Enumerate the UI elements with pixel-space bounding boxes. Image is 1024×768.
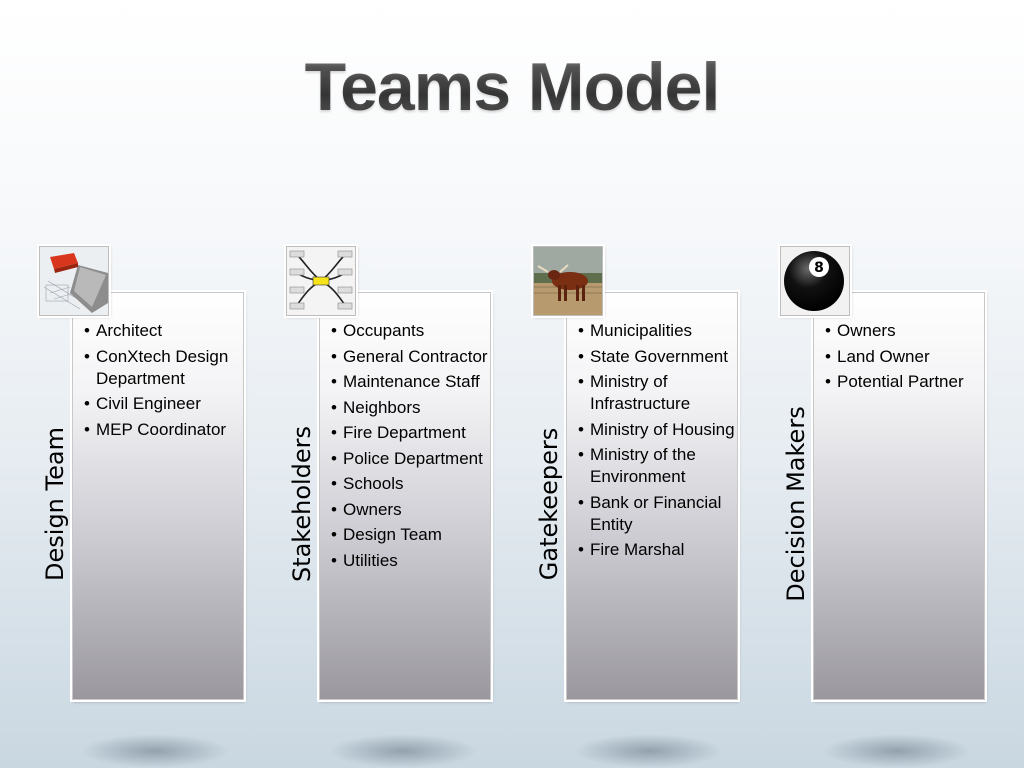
list-item: Ministry of the Environment (576, 444, 736, 488)
list-item: State Government (576, 346, 736, 368)
column-label: Decision Makers (782, 406, 810, 602)
list-item: Occupants (329, 320, 489, 342)
item-list: Occupants General Contractor Maintenance… (329, 320, 489, 575)
reflection-shadow (822, 734, 972, 768)
column-label: Stakeholders (288, 425, 316, 583)
list-item: Police Department (329, 448, 489, 470)
list-item: ConXtech Design Department (82, 346, 242, 390)
list-item: Ministry of Housing (576, 419, 736, 441)
list-item: Utilities (329, 550, 489, 572)
column-stakeholders: Stakeholders Occupants General Contracto… (286, 246, 496, 702)
slide-title: Teams Model (0, 48, 1024, 126)
bull-image (533, 246, 603, 316)
list-item: Fire Marshal (576, 539, 736, 561)
blueprint-ruler-image (39, 246, 109, 316)
list-item: Neighbors (329, 397, 489, 419)
list-item: Owners (823, 320, 983, 342)
column-label: Gatekeepers (535, 427, 563, 581)
item-list: Municipalities State Government Ministry… (576, 320, 736, 565)
column-design-team: Design Team Architect ConXtech Design De… (39, 246, 249, 702)
eight-ball-image: 8 (780, 246, 850, 316)
column-label: Design Team (41, 427, 69, 581)
mind-map-image (286, 246, 356, 316)
column-decision-makers: 8 Decision Makers Owners Land Owner Pote… (780, 246, 990, 702)
list-item: Fire Department (329, 422, 489, 444)
list-item: Bank or Financial Entity (576, 492, 736, 536)
list-item: Land Owner (823, 346, 983, 368)
list-item: MEP Coordinator (82, 419, 242, 441)
list-item: Design Team (329, 524, 489, 546)
list-item: General Contractor (329, 346, 489, 368)
list-item: Schools (329, 473, 489, 495)
reflection-shadow (328, 734, 478, 768)
item-list: Owners Land Owner Potential Partner (823, 320, 983, 397)
list-item: Architect (82, 320, 242, 342)
list-item: Owners (329, 499, 489, 521)
list-item: Civil Engineer (82, 393, 242, 415)
item-list: Architect ConXtech Design Department Civ… (82, 320, 242, 444)
column-gatekeepers: Gatekeepers Municipalities State Governm… (533, 246, 743, 702)
reflection-shadow (574, 734, 724, 768)
list-item: Ministry of Infrastructure (576, 371, 736, 415)
list-item: Potential Partner (823, 371, 983, 393)
list-item: Municipalities (576, 320, 736, 342)
svg-text:8: 8 (814, 260, 824, 276)
reflection-shadow (80, 734, 230, 768)
list-item: Maintenance Staff (329, 371, 489, 393)
